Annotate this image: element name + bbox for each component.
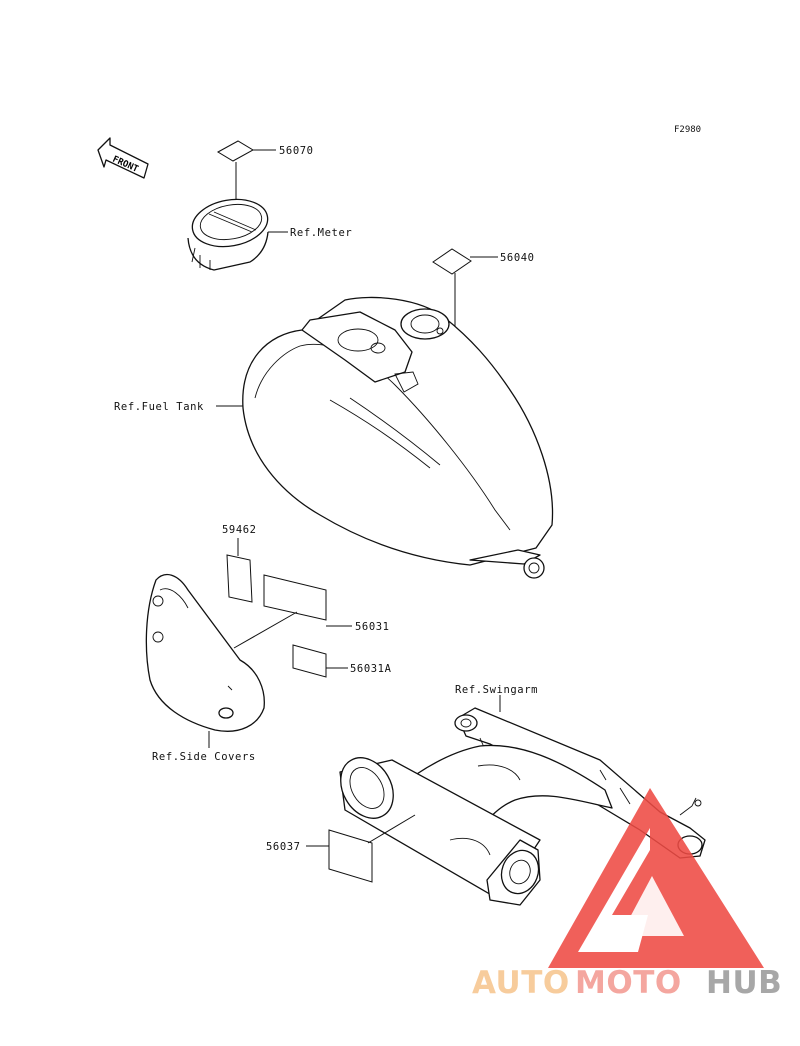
meter bbox=[187, 198, 288, 271]
leader-56037-arm bbox=[367, 814, 416, 844]
label-56031: 56031 bbox=[355, 621, 390, 633]
decal-56070 bbox=[216, 140, 276, 200]
label-56070: 56070 bbox=[279, 145, 314, 157]
logo-moto: MOTO bbox=[575, 965, 682, 1001]
decal-59462 bbox=[226, 554, 253, 603]
automotohub-logo: AUTO MOTO HUB bbox=[472, 788, 782, 1001]
ref-meter-label: Ref.Meter bbox=[290, 227, 352, 239]
fuel-tank bbox=[216, 296, 554, 579]
side-cover bbox=[145, 573, 265, 748]
logo-auto: AUTO bbox=[472, 965, 570, 1001]
front-arrow-icon: FRONT bbox=[97, 137, 149, 179]
leader-56031-cover bbox=[233, 611, 298, 649]
label-56037: 56037 bbox=[266, 841, 301, 853]
decal-56031 bbox=[263, 574, 327, 621]
decal-56037 bbox=[328, 829, 373, 883]
logo-triangle-icon bbox=[548, 788, 764, 968]
ref-fuel-tank-label: Ref.Fuel Tank bbox=[114, 401, 204, 413]
logo-hub: HUB bbox=[706, 965, 782, 1001]
label-56031a: 56031A bbox=[350, 663, 392, 675]
ref-swingarm-label: Ref.Swingarm bbox=[455, 684, 538, 696]
diagram-code: F2980 bbox=[674, 125, 701, 135]
label-56040: 56040 bbox=[500, 252, 535, 264]
label-59462: 59462 bbox=[222, 524, 257, 536]
decal-56031a bbox=[292, 644, 327, 678]
ref-side-covers-label: Ref.Side Covers bbox=[152, 751, 256, 763]
